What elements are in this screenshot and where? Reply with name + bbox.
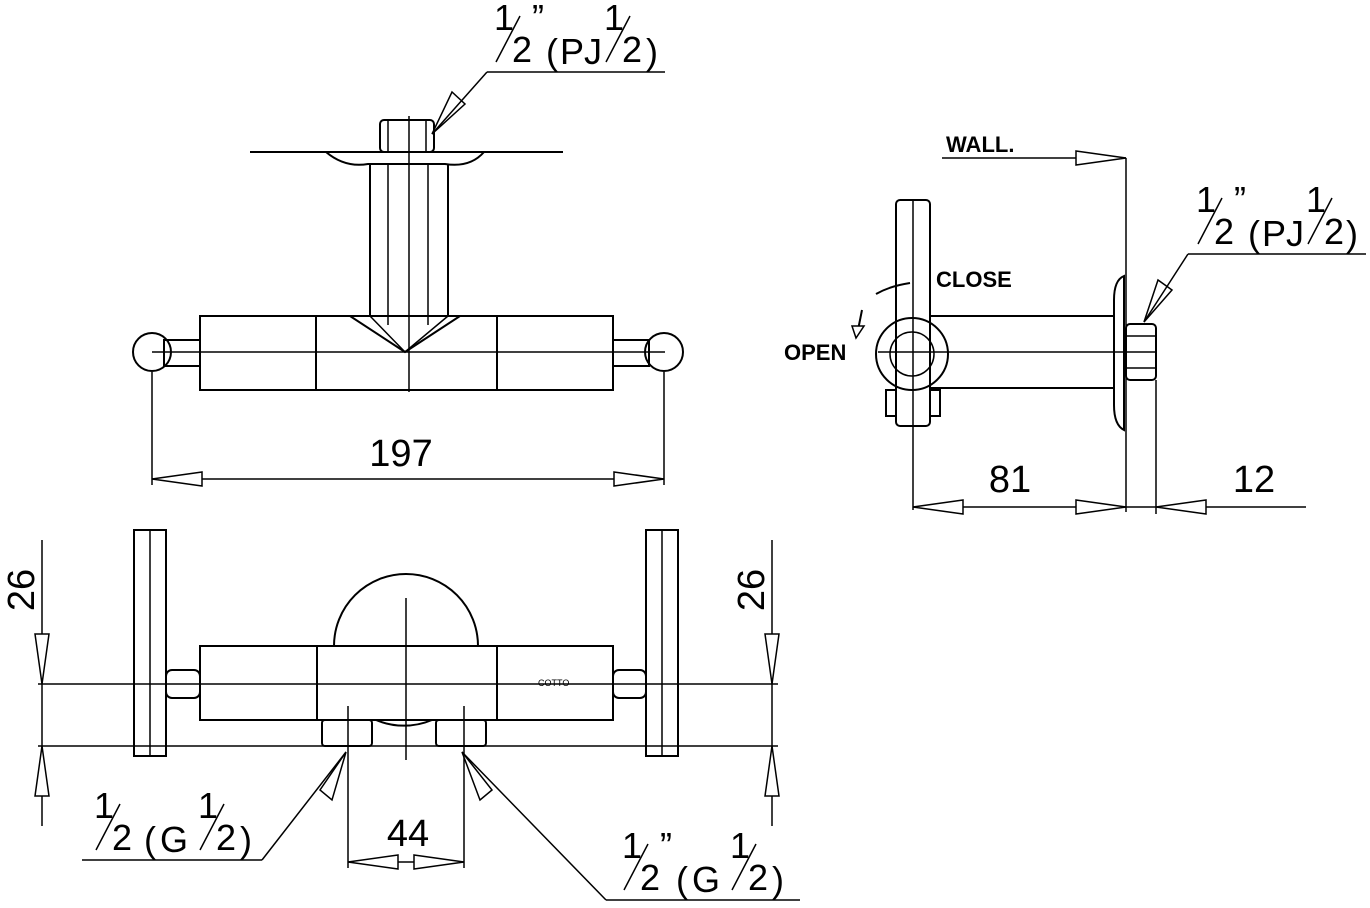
svg-text:G: G: [160, 819, 188, 860]
svg-text:(: (: [1248, 213, 1260, 254]
svg-text:2: 2: [216, 817, 236, 858]
svg-text:(: (: [676, 859, 688, 900]
svg-text:): ): [1346, 213, 1358, 254]
svg-text:1: 1: [730, 825, 750, 866]
body-center-block: [315, 315, 498, 391]
side-view: WALL. CLOSE OPEN 81 12: [784, 132, 1366, 515]
svg-text:1: 1: [1306, 179, 1326, 220]
width-dimension: 197: [369, 433, 432, 475]
svg-text:PJ: PJ: [560, 31, 602, 72]
front-view: 197 1 2 ” ( PJ 1 2 ): [132, 0, 684, 487]
svg-text:1: 1: [198, 785, 218, 826]
svg-text:”: ”: [1234, 179, 1246, 220]
thread-length-dimension: 12: [1233, 459, 1275, 501]
svg-text:G: G: [692, 859, 720, 900]
outlet-left-thread-label: 1 2 ( G 1 2 ): [94, 785, 252, 860]
side-escutcheon: [1113, 274, 1125, 432]
side-inlet-thread-label: 1 2 ” ( PJ 1 2 ): [1196, 179, 1358, 254]
open-label: OPEN: [784, 340, 846, 365]
svg-text:1: 1: [1196, 179, 1216, 220]
svg-text:1: 1: [94, 785, 114, 826]
handle-knob-left: [132, 332, 172, 372]
escutcheon: [325, 151, 485, 166]
svg-text:): ): [240, 819, 252, 860]
svg-text:2: 2: [640, 857, 660, 898]
wall-label: WALL.: [946, 132, 1014, 157]
close-arrow-icon: [875, 282, 911, 295]
bottom-view: COTTO 26 26 44 1 2 ( G: [1, 529, 800, 901]
handle-knob-right: [644, 332, 684, 372]
svg-text:2: 2: [512, 29, 532, 70]
svg-text:2: 2: [1324, 211, 1344, 252]
svg-text:(: (: [144, 819, 156, 860]
outlet-left: [321, 719, 373, 747]
svg-text:1: 1: [622, 825, 642, 866]
body-right-block: [496, 315, 614, 391]
close-label: CLOSE: [936, 267, 1012, 292]
svg-text:): ): [772, 859, 784, 900]
svg-text:2: 2: [622, 29, 642, 70]
outlet-right: [435, 719, 487, 747]
depth-dimension: 81: [989, 459, 1031, 501]
outlet-right-thread-label: 1 2 ” ( G 1 2 ): [622, 825, 784, 900]
svg-text:2: 2: [1214, 211, 1234, 252]
body-left-block: [199, 315, 317, 391]
svg-text:PJ: PJ: [1262, 213, 1304, 254]
svg-text:2: 2: [748, 857, 768, 898]
svg-text:”: ”: [532, 0, 544, 38]
inlet-nipple: [379, 119, 435, 153]
inlet-thread-label: 1 2 ” ( PJ 1 2 ): [494, 0, 658, 72]
brand-mark: COTTO: [538, 678, 569, 688]
outlet-spacing-dimension: 44: [387, 813, 429, 855]
svg-text:): ): [646, 31, 658, 72]
svg-text:”: ”: [660, 825, 672, 866]
svg-text:(: (: [546, 31, 558, 72]
svg-text:1: 1: [604, 0, 624, 38]
right-offset-dimension: 26: [731, 569, 773, 611]
left-offset-dimension: 26: [1, 569, 43, 611]
svg-text:1: 1: [494, 0, 514, 38]
svg-text:2: 2: [112, 817, 132, 858]
